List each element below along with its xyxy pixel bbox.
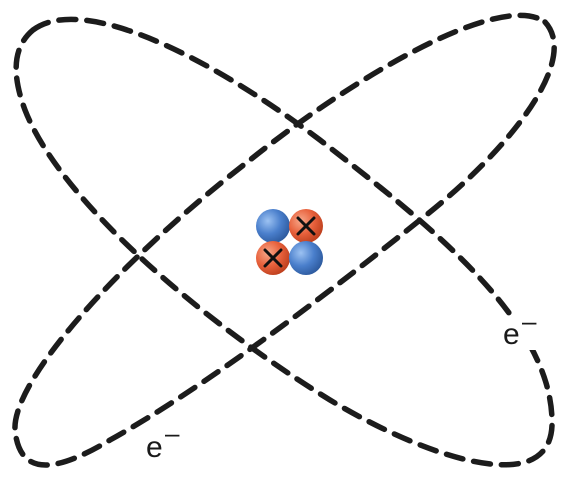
nucleus bbox=[256, 209, 323, 275]
electron-charge: – bbox=[522, 306, 537, 336]
electron-label-right: e – bbox=[498, 306, 542, 351]
electron-symbol: e bbox=[146, 431, 163, 464]
electron-orbit-1 bbox=[16, 19, 552, 464]
proton-top-left bbox=[256, 209, 290, 243]
electron-orbit-2 bbox=[15, 15, 554, 465]
proton-bottom-right bbox=[289, 241, 323, 275]
electron-label-left: e – bbox=[142, 418, 188, 464]
electron-charge: – bbox=[165, 418, 180, 448]
electron-symbol: e bbox=[503, 318, 520, 351]
